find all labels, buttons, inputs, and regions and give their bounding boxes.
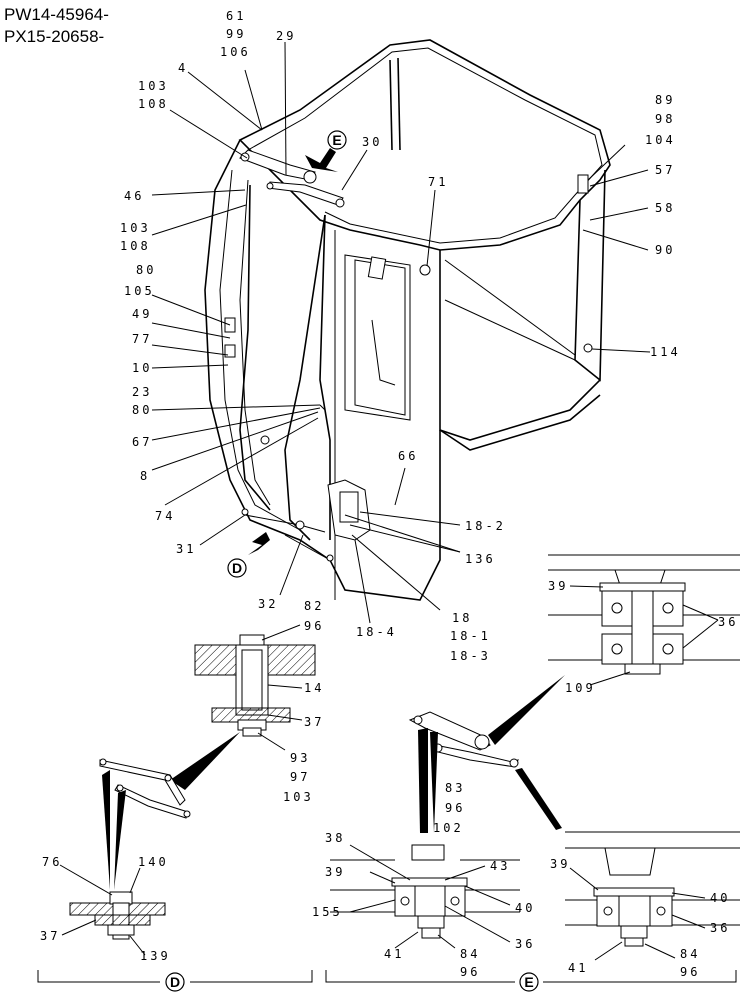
- part-label: 80: [136, 263, 156, 277]
- view-e-label: E: [524, 974, 533, 990]
- part-label: 61: [226, 9, 246, 23]
- view-d-label: D: [170, 974, 180, 990]
- part-label: 41: [384, 947, 404, 961]
- part-label: 77: [132, 332, 152, 346]
- part-label: 58: [655, 201, 675, 215]
- part-label: 36: [515, 937, 535, 951]
- part-label: 18: [452, 611, 472, 625]
- part-label: 76: [42, 855, 62, 869]
- part-label: 38: [325, 831, 345, 845]
- part-label: 82: [304, 599, 324, 613]
- part-label: 96: [460, 965, 480, 979]
- part-label: 40: [515, 901, 535, 915]
- part-label: 89: [655, 93, 675, 107]
- part-label: 109: [565, 681, 596, 695]
- part-label: 40: [710, 891, 730, 905]
- detail-e-link: [330, 675, 740, 961]
- part-label: 108: [120, 239, 151, 253]
- part-labels: 61 99 106 29 4 103 108 30 46 103 108 80 …: [40, 9, 738, 979]
- part-label: 66: [398, 449, 418, 463]
- part-label: 36: [710, 921, 730, 935]
- part-label: 104: [645, 133, 676, 147]
- view-d-marker: D: [227, 532, 270, 578]
- serial-range-2: PX15-20658-: [4, 27, 104, 46]
- detail-14-bolt: [170, 624, 316, 790]
- part-label: 30: [362, 135, 382, 149]
- part-label: 84: [460, 947, 480, 961]
- part-label: 39: [550, 857, 570, 871]
- detail-109-bearing: [548, 554, 740, 686]
- part-label: 80: [132, 403, 152, 417]
- part-label: 140: [138, 855, 169, 869]
- part-label: 18-2: [465, 519, 506, 533]
- part-label: 105: [124, 284, 155, 298]
- part-label: 108: [138, 97, 169, 111]
- part-label: 102: [433, 821, 464, 835]
- part-label: 57: [655, 163, 675, 177]
- part-label: 18-1: [450, 629, 491, 643]
- part-label: 23: [132, 385, 152, 399]
- part-label: 98: [655, 112, 675, 126]
- part-label: 8: [140, 469, 150, 483]
- part-label: 39: [548, 579, 568, 593]
- part-label: 84: [680, 947, 700, 961]
- svg-text:D: D: [232, 560, 242, 576]
- part-label: 46: [124, 189, 144, 203]
- part-label: 96: [304, 619, 324, 633]
- part-label: 36: [718, 615, 738, 629]
- view-e-marker: E: [305, 130, 347, 172]
- part-label: 99: [226, 27, 246, 41]
- cab-assembly: [204, 39, 611, 601]
- part-label: 37: [304, 715, 324, 729]
- part-label: 96: [445, 801, 465, 815]
- part-label: 43: [490, 859, 510, 873]
- part-label: 49: [132, 307, 152, 321]
- part-label: 155: [312, 905, 343, 919]
- part-label: 93: [290, 751, 310, 765]
- part-label: 83: [445, 781, 465, 795]
- serial-range-1: PW14-45964-: [4, 5, 109, 24]
- part-label: 32: [258, 597, 278, 611]
- part-label: 103: [120, 221, 151, 235]
- part-label: 67: [132, 435, 152, 449]
- part-label: 18-4: [356, 625, 397, 639]
- part-label: 114: [650, 345, 681, 359]
- part-label: 139: [140, 949, 171, 963]
- part-label: 4: [178, 61, 188, 75]
- svg-text:E: E: [332, 132, 341, 148]
- part-label: 41: [568, 961, 588, 975]
- part-label: 31: [176, 542, 196, 556]
- part-label: 29: [276, 29, 296, 43]
- leader-lines: [151, 41, 651, 624]
- part-label: 97: [290, 770, 310, 784]
- part-label: 103: [138, 79, 169, 93]
- detail-d-link: [59, 758, 191, 956]
- part-label: 37: [40, 929, 60, 943]
- part-label: 14: [304, 681, 324, 695]
- view-brackets: D E: [37, 970, 737, 992]
- part-label: 103: [283, 790, 314, 804]
- part-label: 106: [220, 45, 251, 59]
- part-label: 18-3: [450, 649, 491, 663]
- part-label: 39: [325, 865, 345, 879]
- part-label: 136: [465, 552, 496, 566]
- part-label: 96: [680, 965, 700, 979]
- part-label: 74: [155, 509, 175, 523]
- part-label: 71: [428, 175, 448, 189]
- part-label: 10: [132, 361, 152, 375]
- part-label: 90: [655, 243, 675, 257]
